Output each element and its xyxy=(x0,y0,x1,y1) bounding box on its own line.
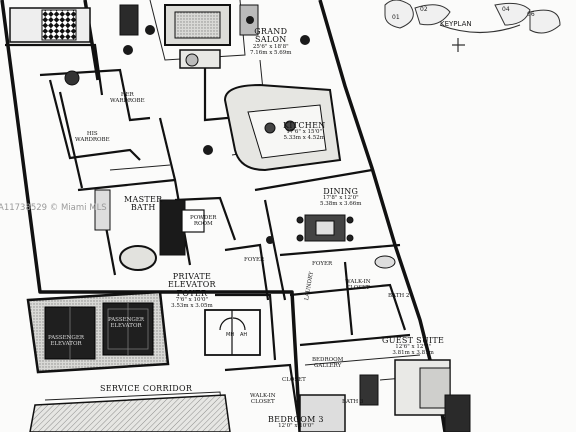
room-label-kitchen: KITCHEN 17'6" x 15'0" 5.33m x 4.52m xyxy=(283,121,326,142)
plant-icons xyxy=(123,16,310,244)
keyplan-unit-06: 06 xyxy=(527,11,535,18)
foyer-doors xyxy=(204,309,261,356)
keyplan-title: KEYPLAN xyxy=(440,20,472,28)
label-elevator-left: PASSENGER ELEVATOR xyxy=(48,335,84,347)
keyplan-unit-04: 04 xyxy=(502,6,510,13)
room-label-grand-salon: GRAND SALON 25'6" x 18'8" 7.16m x 5.69m xyxy=(250,27,292,56)
room-label-walk-in-closet-2: WALK-IN CLOSET xyxy=(250,393,276,405)
room-label-private-elevator-foyer: PRIVATE ELEVATOR FOYER 7'6" x 10'0" 3.53… xyxy=(168,272,216,309)
room-label-dining: DINING 17'8" x 12'0" 5.38m x 3.66m xyxy=(320,187,362,208)
room-label-her-wardrobe: HER WARDROBE xyxy=(110,92,145,104)
keyplan-unit-02: 02 xyxy=(420,6,428,13)
room-label-master-bath: MASTER BATH xyxy=(124,195,163,213)
room-label-walk-in-closet: WALK-IN CLOSET xyxy=(345,279,371,291)
keyplan-diagram xyxy=(384,0,561,52)
room-label-his-wardrobe: HIS WARDROBE xyxy=(75,131,110,143)
elevator-block xyxy=(26,290,170,374)
room-label-foyer-small: FOYER xyxy=(244,257,265,263)
room-label-guest-suite: GUEST SUITE 12'6" x 12'6" 3.81m x 3.81m xyxy=(382,336,445,357)
label-elevator-right: PASSENGER ELEVATOR xyxy=(108,317,144,329)
room-label-powder-room: POWDER ROOM xyxy=(190,215,217,227)
salon-furniture xyxy=(119,4,259,69)
master-bath-fixtures xyxy=(94,189,205,271)
label-ah: AH xyxy=(240,332,248,338)
kitchen-island xyxy=(223,83,342,172)
room-label-service-corridor: SERVICE CORRIDOR xyxy=(100,384,193,393)
dining-furniture xyxy=(296,214,354,242)
room-label-bath-2: BATH 2 xyxy=(388,293,410,299)
room-label-bedroom-3: BEDROOM 3 12'0" x 10'0" xyxy=(268,415,324,430)
watermark-text: A11738529 © Miami MLS xyxy=(0,203,107,213)
room-label-closet: CLOSET xyxy=(282,377,306,383)
label-mh: MH xyxy=(226,332,235,338)
bedroom-3-furniture xyxy=(299,374,379,432)
room-label-bath-3: BATH 3 xyxy=(342,399,364,405)
room-label-foyer-main: FOYER xyxy=(312,261,333,267)
service-corridor-area xyxy=(29,394,231,432)
master-bedroom-furniture xyxy=(9,7,91,86)
guest-suite-furniture xyxy=(374,255,471,432)
interior-walls xyxy=(5,43,411,432)
room-label-bedroom-gallery: BEDROOM GALLERY xyxy=(312,357,344,369)
keyplan-unit-01: 01 xyxy=(392,14,400,21)
